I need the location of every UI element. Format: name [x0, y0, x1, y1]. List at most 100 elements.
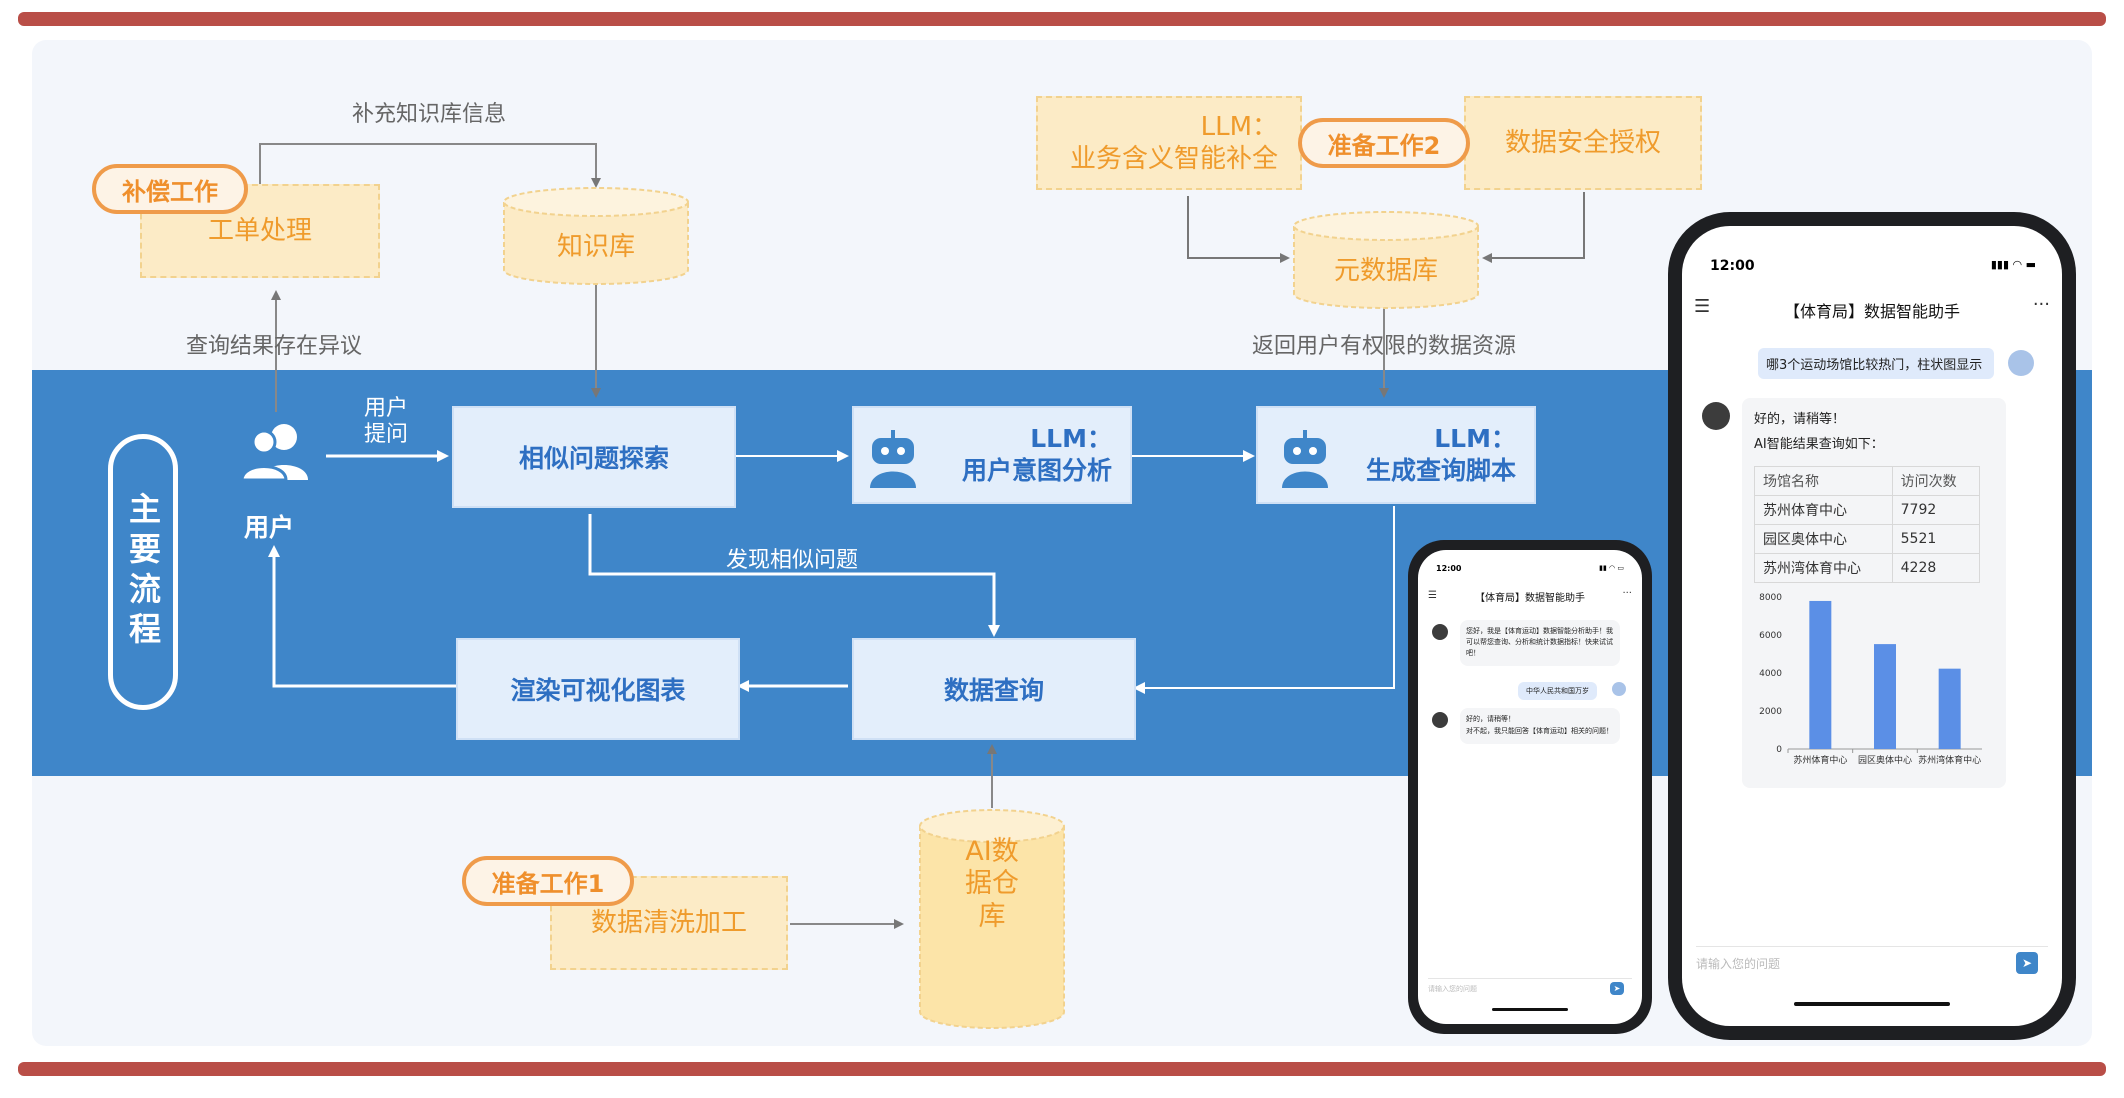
phone-small-bot-msg2-line1: 好的，请稍等！	[1466, 715, 1515, 723]
user-group-icon	[240, 424, 308, 482]
main-flow-label: 主要流程	[108, 434, 178, 710]
phone-large-user-msg: 哪3个运动场馆比较热门，柱状图显示	[1758, 348, 1994, 379]
phone-small-screen: 12:00 ▮▮ ◠ ▭ ☰ 【体育局】数据智能助手 ··· 您好，我是【体育运…	[1418, 550, 1642, 1024]
node-data-query-text: 数据查询	[943, 676, 1044, 705]
bottom-frame-bar	[18, 1062, 2106, 1076]
llm-business-box: LLM： 业务含义智能补全	[1036, 96, 1302, 190]
user-avatar-icon	[2008, 350, 2034, 376]
phone-large-status-icons: ▮▮▮ ◠ ▬	[1990, 258, 2036, 271]
table-row: 园区奥体中心 5521	[1754, 524, 1981, 554]
phone-large-bot-line2: AI智能结果查询如下：	[1754, 437, 1884, 452]
pill-prep1-text: 准备工作1	[491, 869, 605, 898]
edge-security-to-metadata	[1482, 192, 1585, 263]
phone-large-input[interactable]: 请输入您的问题	[1696, 946, 2048, 981]
phone-small-status-icons: ▮▮ ◠ ▭	[1599, 564, 1624, 572]
table-header-venue: 场馆名称	[1754, 466, 1893, 496]
edge-render-to-user	[268, 545, 456, 688]
knowledge-base-label: 知识库	[556, 232, 635, 262]
table-cell: 5521	[1891, 524, 1981, 554]
metadata-cylinder	[1293, 211, 1479, 309]
node-similar-search[interactable]: 相似问题探索	[452, 406, 736, 508]
phone-small-input[interactable]: 请输入您的问题	[1428, 978, 1632, 999]
phone-small-bot-msg2-line2: 对不起，我只能回答【体育运动】相关的问题！	[1466, 726, 1613, 735]
main-flow-text: 主要流程	[124, 492, 162, 652]
table-row: 苏州体育中心 7792	[1754, 495, 1981, 525]
home-indicator	[1794, 1002, 1950, 1006]
bot-avatar-icon	[1432, 624, 1448, 640]
table-row: 苏州湾体育中心 4228	[1754, 553, 1981, 583]
menu-icon[interactable]: ☰	[1428, 590, 1437, 601]
robot-icon	[1282, 430, 1328, 488]
phone-small-title: 【体育局】数据智能助手	[1475, 593, 1585, 604]
bar	[1874, 644, 1896, 749]
data-security-text: 数据安全授权	[1504, 127, 1661, 158]
phone-small-user-msg: 中华人民共和国万岁	[1518, 682, 1597, 700]
more-icon[interactable]: ···	[1622, 588, 1632, 599]
x-tick-label: 苏州湾体育中心	[1918, 754, 1981, 766]
data-clean-box: 数据清洗加工	[550, 876, 788, 970]
phone-large-screen: 12:00 ▮▮▮ ◠ ▬ ☰ 【体育局】数据智能助手 ··· 哪3个运动场馆比…	[1682, 226, 2062, 1026]
ai-warehouse-cylinder	[919, 809, 1065, 1029]
node-gen-query-text: LLM： 生成查询脚本	[1365, 423, 1516, 486]
table-cell: 4228	[1891, 553, 1981, 583]
y-tick-label: 0	[1776, 745, 1782, 755]
label-user-ask: 用户 提问	[364, 396, 409, 448]
pill-prep2-text: 准备工作2	[1327, 131, 1441, 160]
table-header-row: 场馆名称 访问次数	[1754, 466, 1981, 496]
node-render-chart[interactable]: 渲染可视化图表	[456, 638, 740, 740]
label-found-similar: 发现相似问题	[726, 548, 859, 573]
venue-table: 场馆名称 访问次数 苏州体育中心 7792 园区奥体中心 5521 苏州湾体育中…	[1754, 466, 1981, 583]
bar	[1938, 668, 1961, 749]
y-tick-label: 2000	[1759, 707, 1782, 717]
table-cell: 苏州湾体育中心	[1754, 553, 1893, 583]
data-security-box: 数据安全授权	[1464, 96, 1702, 190]
home-indicator	[1492, 1008, 1568, 1011]
robot-icon	[870, 430, 916, 488]
edge-supplement-kb	[259, 143, 601, 188]
table-header-visits: 访问次数	[1891, 466, 1981, 496]
pill-compensate: 补偿工作	[92, 164, 248, 214]
phone-small-time: 12:00	[1436, 564, 1462, 573]
pill-prep1: 准备工作1	[462, 856, 634, 906]
more-icon[interactable]: ···	[2032, 294, 2050, 315]
node-data-query[interactable]: 数据查询	[852, 638, 1136, 740]
bot-avatar-icon-2	[1432, 712, 1448, 728]
top-frame-bar	[18, 12, 2106, 26]
menu-icon[interactable]: ☰	[1694, 296, 1711, 317]
node-intent-analysis[interactable]: LLM： 用户意图分析	[852, 406, 1132, 504]
edge-genquery-to-dataquery	[1133, 506, 1395, 694]
node-gen-query[interactable]: LLM： 生成查询脚本	[1256, 406, 1536, 504]
pill-prep2: 准备工作2	[1298, 118, 1470, 168]
y-tick-label: 6000	[1759, 631, 1782, 641]
edge-search-to-dataquery	[588, 514, 1000, 637]
table-cell: 园区奥体中心	[1754, 524, 1893, 554]
user-label: 用户	[244, 513, 295, 542]
pill-compensate-text: 补偿工作	[122, 177, 218, 206]
send-icon[interactable]: ➤	[1610, 982, 1624, 995]
phone-large-time: 12:00	[1710, 258, 1755, 274]
node-render-chart-text: 渲染可视化图表	[510, 676, 686, 705]
user-avatar-icon	[1612, 682, 1626, 696]
phone-small-input-placeholder: 请输入您的问题	[1428, 985, 1477, 993]
phone-small-bot-msg2: 好的，请稍等！ 对不起，我只能回答【体育运动】相关的问题！	[1460, 708, 1620, 744]
node-intent-analysis-text: LLM： 用户意图分析	[961, 423, 1112, 486]
ai-warehouse-label: AI数据仓库	[965, 836, 1019, 932]
ticket-text: 工单处理	[207, 215, 312, 246]
knowledge-base-cylinder	[503, 187, 689, 285]
node-similar-search-text: 相似问题探索	[518, 444, 669, 473]
y-tick-label: 8000	[1759, 593, 1782, 603]
x-tick-label: 园区奥体中心	[1858, 754, 1912, 766]
edge-llm-to-metadata	[1187, 196, 1290, 263]
venue-bar-chart: 02000400060008000苏州体育中心园区奥体中心苏州湾体育中心	[1759, 593, 1982, 766]
x-tick-label: 苏州体育中心	[1793, 754, 1847, 766]
label-supplement-kb: 补充知识库信息	[352, 102, 507, 127]
metadata-label: 元数据库	[1333, 256, 1438, 286]
phone-large: 12:00 ▮▮▮ ◠ ▬ ☰ 【体育局】数据智能助手 ··· 哪3个运动场馆比…	[1668, 212, 2076, 1040]
bar	[1809, 600, 1832, 749]
phone-small-bot-msg1: 您好，我是【体育运动】数据智能分析助手！我可以帮您查询、分析和统计数据指标！快来…	[1460, 620, 1620, 666]
phone-large-bot-line1: 好的，请稍等！	[1754, 412, 1846, 427]
phone-large-bot-msg: 好的，请稍等！ AI智能结果查询如下： 场馆名称 访问次数 苏州体育中心 779…	[1742, 398, 2006, 788]
send-icon[interactable]: ➤	[2016, 952, 2038, 974]
